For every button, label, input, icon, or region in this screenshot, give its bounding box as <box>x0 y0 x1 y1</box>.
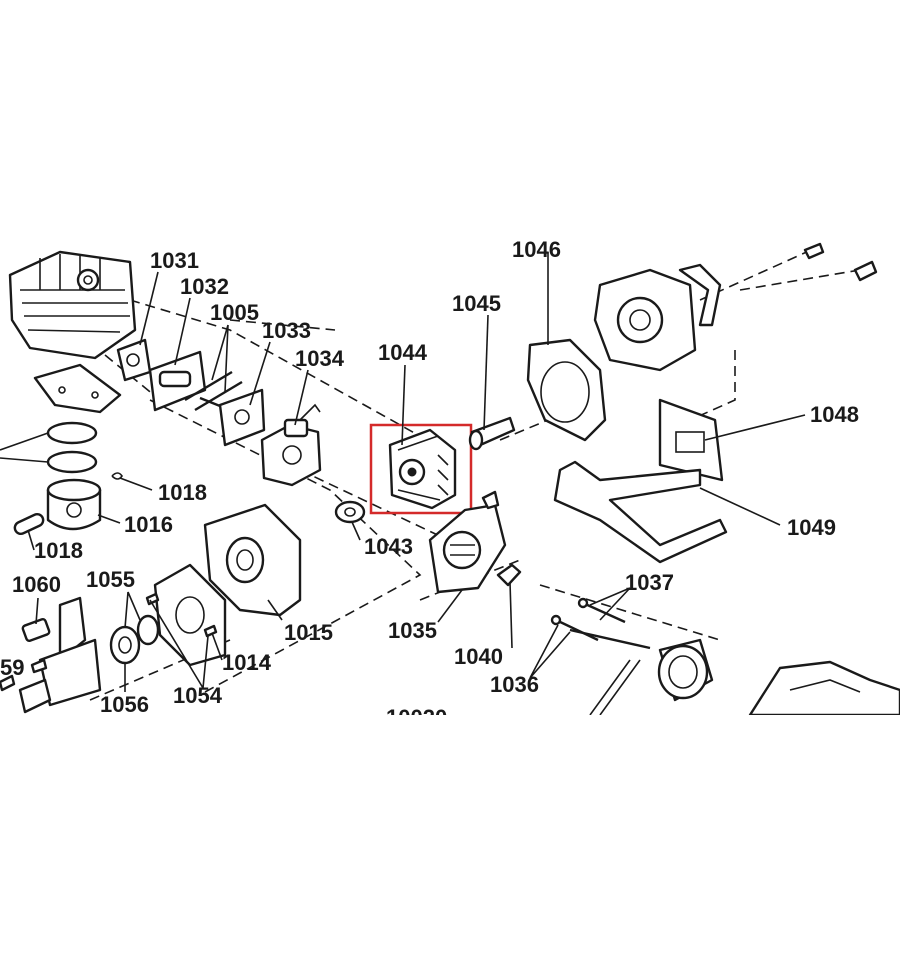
dowel-pin-2 <box>203 624 218 638</box>
label-1018-bottom: 1018 <box>34 538 83 563</box>
label-1036: 1036 <box>490 672 539 697</box>
label-1060: 1060 <box>12 572 61 597</box>
dowel-pin <box>145 592 160 606</box>
recoil-starter <box>593 263 722 372</box>
crankshaft-part <box>18 596 102 714</box>
small-screw <box>0 674 16 692</box>
label-1018-top: 1018 <box>158 480 207 505</box>
label-1005: 1005 <box>210 300 259 325</box>
label-1054: 1054 <box>173 683 223 708</box>
intake-spacer <box>116 338 152 382</box>
label-1035: 1035 <box>388 618 437 643</box>
label-10020: 10020 <box>386 705 447 730</box>
handle-part <box>553 460 728 564</box>
clutch-drum <box>657 638 714 702</box>
label-1032: 1032 <box>180 274 229 299</box>
label-59: 59 <box>0 655 24 680</box>
label-1034: 1034 <box>295 346 345 371</box>
clip-part <box>496 563 522 587</box>
label-1049: 1049 <box>787 515 836 540</box>
leader-lines <box>0 252 806 715</box>
starter-cover <box>428 490 507 594</box>
label-1045: 1045 <box>452 291 501 316</box>
label-1046: 1046 <box>512 237 561 262</box>
needle-bearing <box>21 618 51 642</box>
piston-rings <box>46 421 98 474</box>
base-gasket <box>33 363 122 414</box>
crankcase-part <box>203 503 302 617</box>
label-1056: 1056 <box>100 692 149 717</box>
bearing-part <box>109 614 160 665</box>
label-1043: 1043 <box>364 534 413 559</box>
carburetor-part <box>260 403 322 487</box>
label-1033: 1033 <box>262 318 311 343</box>
circlip <box>111 472 123 480</box>
bracket-part <box>658 398 724 482</box>
bolt-part <box>803 242 878 282</box>
label-1014: 1014 <box>222 650 272 675</box>
bolt-set <box>550 597 651 650</box>
washer-part <box>334 500 366 524</box>
drive-shaft <box>468 416 516 451</box>
label-1044: 1044 <box>378 340 428 365</box>
label-1015: 1015 <box>284 620 333 645</box>
label-1048: 1048 <box>810 402 859 427</box>
insulator-part <box>148 350 207 412</box>
label-1055: 1055 <box>86 567 135 592</box>
flywheel-part <box>388 428 457 510</box>
cylinder-part <box>8 250 137 360</box>
starter-gasket <box>526 338 607 442</box>
label-1031: 1031 <box>150 248 199 273</box>
piston-part <box>46 478 102 531</box>
label-1037: 1037 <box>625 570 674 595</box>
highlight-box <box>369 423 473 515</box>
carb-gasket <box>218 388 266 447</box>
label-1040: 1040 <box>454 644 503 669</box>
part-labels: 1031 1032 1005 1033 1034 1044 1045 1046 … <box>0 237 859 730</box>
screw-part <box>30 658 48 674</box>
housing-corner <box>748 660 900 715</box>
piston-pin <box>13 512 45 536</box>
label-1016: 1016 <box>124 512 173 537</box>
